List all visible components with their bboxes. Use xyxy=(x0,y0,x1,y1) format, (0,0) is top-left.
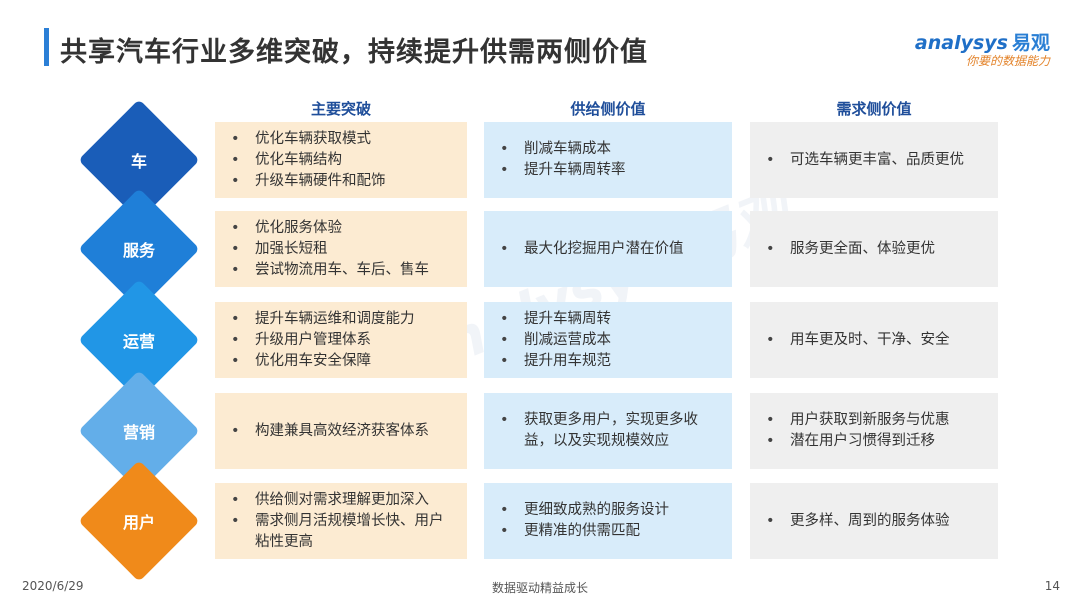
bullet-list: 可选车辆更丰富、品质更优 xyxy=(764,150,986,171)
bullet-item: 尝试物流用车、车后、售车 xyxy=(229,260,455,281)
bullet-item: 可选车辆更丰富、品质更优 xyxy=(764,150,986,171)
bullet-item: 更精准的供需匹配 xyxy=(498,521,720,542)
bullet-list: 优化服务体验加强长短租尝试物流用车、车后、售车 xyxy=(229,218,455,281)
breakthrough-box: 构建兼具高效经济获客体系 xyxy=(215,393,467,469)
row-label: 用户 xyxy=(122,513,155,532)
breakthrough-box: 优化服务体验加强长短租尝试物流用车、车后、售车 xyxy=(215,211,467,287)
row-label: 营销 xyxy=(122,423,155,442)
bullet-list: 提升车辆运维和调度能力升级用户管理体系优化用车安全保障 xyxy=(229,309,455,372)
bullet-list: 更细致成熟的服务设计更精准的供需匹配 xyxy=(498,500,720,542)
page-number: 14 xyxy=(1044,579,1060,593)
bullet-item: 潜在用户习惯得到迁移 xyxy=(764,431,986,452)
title-accent-bar xyxy=(44,28,49,66)
bullet-item: 构建兼具高效经济获客体系 xyxy=(229,421,455,442)
bullet-list: 用车更及时、干净、安全 xyxy=(764,330,986,351)
bullet-item: 提升车辆运维和调度能力 xyxy=(229,309,455,330)
breakthrough-box: 提升车辆运维和调度能力升级用户管理体系优化用车安全保障 xyxy=(215,302,467,378)
bullet-list: 服务更全面、体验更优 xyxy=(764,239,986,260)
footer-slogan: 数据驱动精益成长 xyxy=(491,581,588,595)
bullet-item: 用车更及时、干净、安全 xyxy=(764,330,986,351)
bullet-item: 优化车辆获取模式 xyxy=(229,129,455,150)
bullet-item: 升级车辆硬件和配饰 xyxy=(229,171,455,192)
bullet-list: 用户获取到新服务与优惠潜在用户习惯得到迁移 xyxy=(764,410,986,452)
supply-value-box: 削减车辆成本提升车辆周转率 xyxy=(484,122,732,198)
logo-brand-en: analysys xyxy=(914,32,1008,54)
bullet-list: 构建兼具高效经济获客体系 xyxy=(229,421,455,442)
bullet-item: 优化服务体验 xyxy=(229,218,455,239)
column-header-breakthrough: 主要突破 xyxy=(310,100,371,118)
breakthrough-box: 优化车辆获取模式优化车辆结构升级车辆硬件和配饰 xyxy=(215,122,467,198)
bullet-item: 提升车辆周转率 xyxy=(498,160,720,181)
footer-date: 2020/6/29 xyxy=(22,579,84,593)
column-header-supply-value: 供给侧价值 xyxy=(570,100,646,118)
bullet-item: 加强长短租 xyxy=(229,239,455,260)
bullet-list: 获取更多用户，实现更多收益，以及实现规模效应 xyxy=(498,410,720,452)
bullet-list: 优化车辆获取模式优化车辆结构升级车辆硬件和配饰 xyxy=(229,129,455,192)
bullet-list: 提升车辆周转削减运营成本提升用车规范 xyxy=(498,309,720,372)
demand-value-box: 可选车辆更丰富、品质更优 xyxy=(750,122,998,198)
demand-value-box: 更多样、周到的服务体验 xyxy=(750,483,998,559)
bullet-item: 削减运营成本 xyxy=(498,330,720,351)
bullet-item: 削减车辆成本 xyxy=(498,139,720,160)
logo-tagline: 你要的数据能力 xyxy=(965,54,1050,68)
supply-value-box: 最大化挖掘用户潜在价值 xyxy=(484,211,732,287)
demand-value-box: 用户获取到新服务与优惠潜在用户习惯得到迁移 xyxy=(750,393,998,469)
bullet-list: 最大化挖掘用户潜在价值 xyxy=(498,239,720,260)
supply-value-box: 获取更多用户，实现更多收益，以及实现规模效应 xyxy=(484,393,732,469)
bullet-item: 用户获取到新服务与优惠 xyxy=(764,410,986,431)
bullet-item: 提升车辆周转 xyxy=(498,309,720,330)
demand-value-box: 用车更及时、干净、安全 xyxy=(750,302,998,378)
bullet-item: 获取更多用户，实现更多收益，以及实现规模效应 xyxy=(498,410,720,452)
logo-brand-cn: 易观 xyxy=(1011,32,1050,54)
supply-value-box: 提升车辆周转削减运营成本提升用车规范 xyxy=(484,302,732,378)
bullet-item: 提升用车规范 xyxy=(498,351,720,372)
bullet-item: 更多样、周到的服务体验 xyxy=(764,511,986,532)
bullet-item: 优化车辆结构 xyxy=(229,150,455,171)
bullet-item: 优化用车安全保障 xyxy=(229,351,455,372)
column-header-demand-value: 需求侧价值 xyxy=(836,100,912,118)
bullet-list: 削减车辆成本提升车辆周转率 xyxy=(498,139,720,181)
bullet-item: 服务更全面、体验更优 xyxy=(764,239,986,260)
row-label: 车 xyxy=(130,152,147,171)
row-label: 服务 xyxy=(122,241,155,260)
bullet-item: 最大化挖掘用户潜在价值 xyxy=(498,239,720,260)
bullet-item: 供给侧对需求理解更加深入 xyxy=(229,490,455,511)
bullet-list: 更多样、周到的服务体验 xyxy=(764,511,986,532)
row-label: 运营 xyxy=(122,332,155,351)
bullet-item: 需求侧月活规模增长快、用户粘性更高 xyxy=(229,511,455,553)
page-title: 共享汽车行业多维突破，持续提升供需两侧价值 xyxy=(60,37,648,68)
bullet-item: 更细致成熟的服务设计 xyxy=(498,500,720,521)
bullet-item: 升级用户管理体系 xyxy=(229,330,455,351)
supply-value-box: 更细致成熟的服务设计更精准的供需匹配 xyxy=(484,483,732,559)
demand-value-box: 服务更全面、体验更优 xyxy=(750,211,998,287)
bullet-list: 供给侧对需求理解更加深入需求侧月活规模增长快、用户粘性更高 xyxy=(229,490,455,553)
breakthrough-box: 供给侧对需求理解更加深入需求侧月活规模增长快、用户粘性更高 xyxy=(215,483,467,559)
